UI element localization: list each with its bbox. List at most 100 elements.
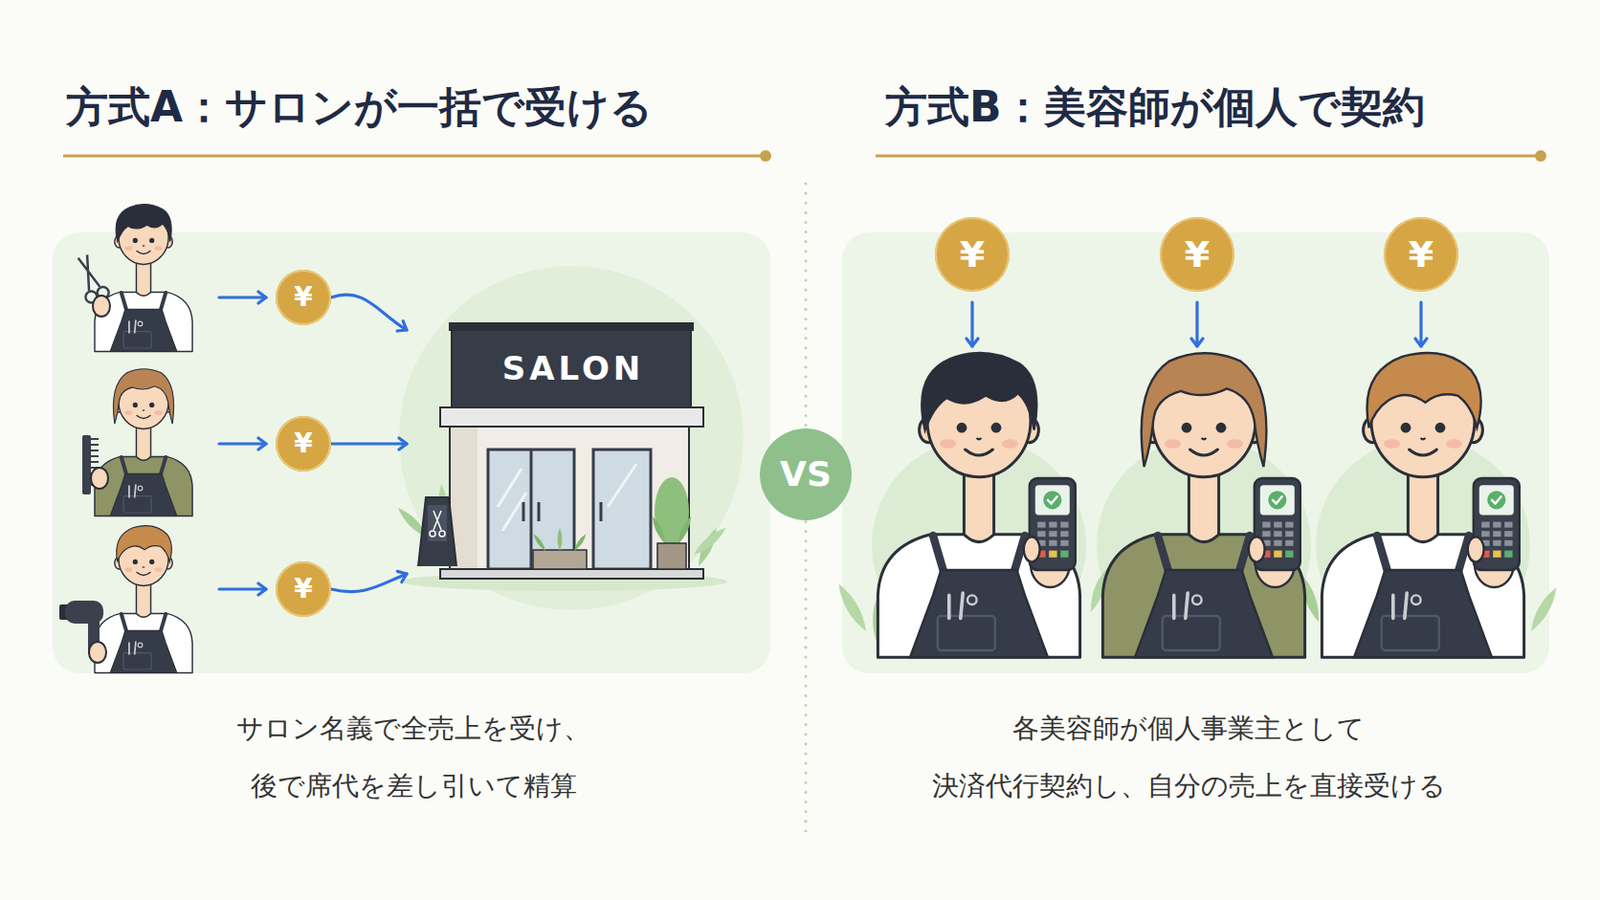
illustration-part bbox=[94, 204, 193, 353]
illustration-part bbox=[449, 425, 689, 570]
yen-coin: ¥ bbox=[1383, 217, 1459, 292]
illustration-part bbox=[1102, 364, 1305, 658]
illustration-part bbox=[418, 497, 457, 567]
illustration-part bbox=[448, 322, 694, 332]
illustration-part bbox=[572, 533, 588, 554]
illustration-part bbox=[440, 569, 704, 579]
illustration-part bbox=[94, 210, 193, 353]
vs-label: VS bbox=[779, 457, 832, 492]
illustration-part bbox=[427, 505, 447, 542]
method-panel: 方式A：サロンが一括で受けるサロン名義で全売上を受け、 後で席代を差し引いて精算… bbox=[52, 232, 771, 674]
illustration-part bbox=[557, 528, 563, 552]
illustration-part bbox=[219, 295, 267, 299]
method-panel: 方式B：美容師が個人で契約各美容師が個人事業主として 決済代行契約し、自分の売上… bbox=[842, 232, 1550, 674]
panel-heading-box: 方式A：サロンが一括で受ける bbox=[66, 80, 653, 134]
flow-connector bbox=[331, 294, 407, 331]
panel-caption-box: 各美容師が個人事業主として 決済代行契約し、自分の売上を直接受ける bbox=[925, 700, 1452, 816]
illustration-part bbox=[537, 502, 541, 522]
illustration-part bbox=[1534, 150, 1547, 162]
yen-sign: ¥ bbox=[293, 284, 312, 312]
illustration-part bbox=[439, 531, 445, 537]
illustration-part bbox=[1419, 302, 1423, 347]
illustration-part bbox=[1102, 353, 1305, 658]
panel-heading: 方式B：美容師が個人で契約 bbox=[885, 80, 1425, 134]
illustration-part bbox=[1526, 585, 1561, 635]
salon-glow bbox=[399, 266, 744, 611]
salon-name: SALON bbox=[498, 349, 645, 388]
illustration-part bbox=[94, 526, 193, 674]
illustration-part bbox=[970, 302, 974, 347]
illustration-part bbox=[433, 511, 442, 531]
yen-coin: ¥ bbox=[1159, 217, 1235, 292]
illustration-part bbox=[451, 328, 691, 408]
yen-coin: ¥ bbox=[275, 269, 332, 326]
illustration-part bbox=[533, 550, 587, 570]
yen-sign: ¥ bbox=[293, 430, 312, 458]
illustration-part bbox=[82, 435, 91, 495]
illustration-part bbox=[1023, 478, 1076, 588]
panel-ground bbox=[842, 232, 1550, 674]
illustration-part bbox=[593, 449, 651, 570]
illustration-part bbox=[921, 353, 1037, 431]
flow-connector bbox=[331, 574, 407, 593]
illustration-part bbox=[600, 502, 603, 522]
illustration-part bbox=[116, 526, 173, 563]
yen-sign: ¥ bbox=[293, 576, 312, 603]
illustration-part bbox=[1367, 353, 1482, 428]
illustration-part bbox=[759, 150, 772, 162]
illustration-part bbox=[77, 254, 101, 291]
panel-caption-box: サロン名義で全売上を受け、 後で席代を差し引いて精算 bbox=[150, 700, 677, 816]
illustration-part bbox=[875, 155, 1541, 158]
flow-connector bbox=[331, 442, 407, 445]
illustration-part bbox=[94, 532, 193, 674]
illustration-part bbox=[115, 204, 172, 243]
panel-caption: サロン名義で全売上を受け、 後で席代を差し引いて精算 bbox=[150, 700, 677, 816]
illustration-part bbox=[94, 369, 193, 517]
salon-building: SALON bbox=[406, 315, 713, 603]
illustration-part bbox=[522, 502, 526, 522]
panel-heading: 方式A：サロンが一括で受ける bbox=[66, 80, 653, 134]
illustration-part bbox=[1321, 364, 1524, 658]
salon-illustration bbox=[395, 322, 730, 592]
illustration-part bbox=[1321, 353, 1524, 658]
illustration-part bbox=[675, 515, 694, 546]
illustration-part bbox=[219, 587, 267, 591]
illustration-part bbox=[219, 442, 267, 445]
illustration-part bbox=[94, 375, 193, 517]
illustration-part bbox=[92, 295, 111, 317]
illustration-part bbox=[1141, 353, 1267, 467]
vs-circle: VS bbox=[759, 428, 852, 521]
illustration-part bbox=[429, 511, 445, 537]
panel-caption: 各美容師が個人事業主として 決済代行契約し、自分の売上を直接受ける bbox=[925, 700, 1452, 816]
heading-underline bbox=[63, 150, 1547, 162]
illustration-part bbox=[877, 364, 1080, 658]
illustration-part bbox=[530, 449, 534, 570]
yen-sign: ¥ bbox=[1184, 236, 1210, 273]
illustration-part bbox=[88, 642, 107, 664]
salon-sign: SALON bbox=[451, 328, 691, 408]
illustration-part bbox=[1467, 478, 1520, 588]
illustration-part bbox=[1195, 302, 1199, 347]
illustration-part bbox=[63, 155, 766, 158]
illustration-part bbox=[1248, 478, 1301, 588]
illustration-part bbox=[90, 467, 109, 489]
illustration-part bbox=[532, 533, 548, 554]
illustration-part bbox=[657, 543, 687, 570]
yen-sign: ¥ bbox=[1408, 236, 1434, 273]
right-figures bbox=[833, 353, 1561, 658]
yen-coin: ¥ bbox=[275, 561, 332, 618]
illustration-part bbox=[112, 369, 174, 424]
illustration-part bbox=[440, 407, 704, 427]
illustration-part bbox=[497, 464, 637, 532]
illustration-part bbox=[429, 531, 436, 537]
illustration-part bbox=[649, 515, 668, 546]
yen-coin: ¥ bbox=[934, 217, 1010, 292]
left-figures bbox=[59, 204, 193, 674]
illustration-part bbox=[833, 581, 871, 635]
yen-coin: ¥ bbox=[275, 416, 332, 472]
panel-heading-box: 方式B：美容師が個人で契約 bbox=[885, 80, 1425, 134]
illustration-part bbox=[877, 353, 1080, 658]
illustration-part bbox=[690, 524, 729, 558]
